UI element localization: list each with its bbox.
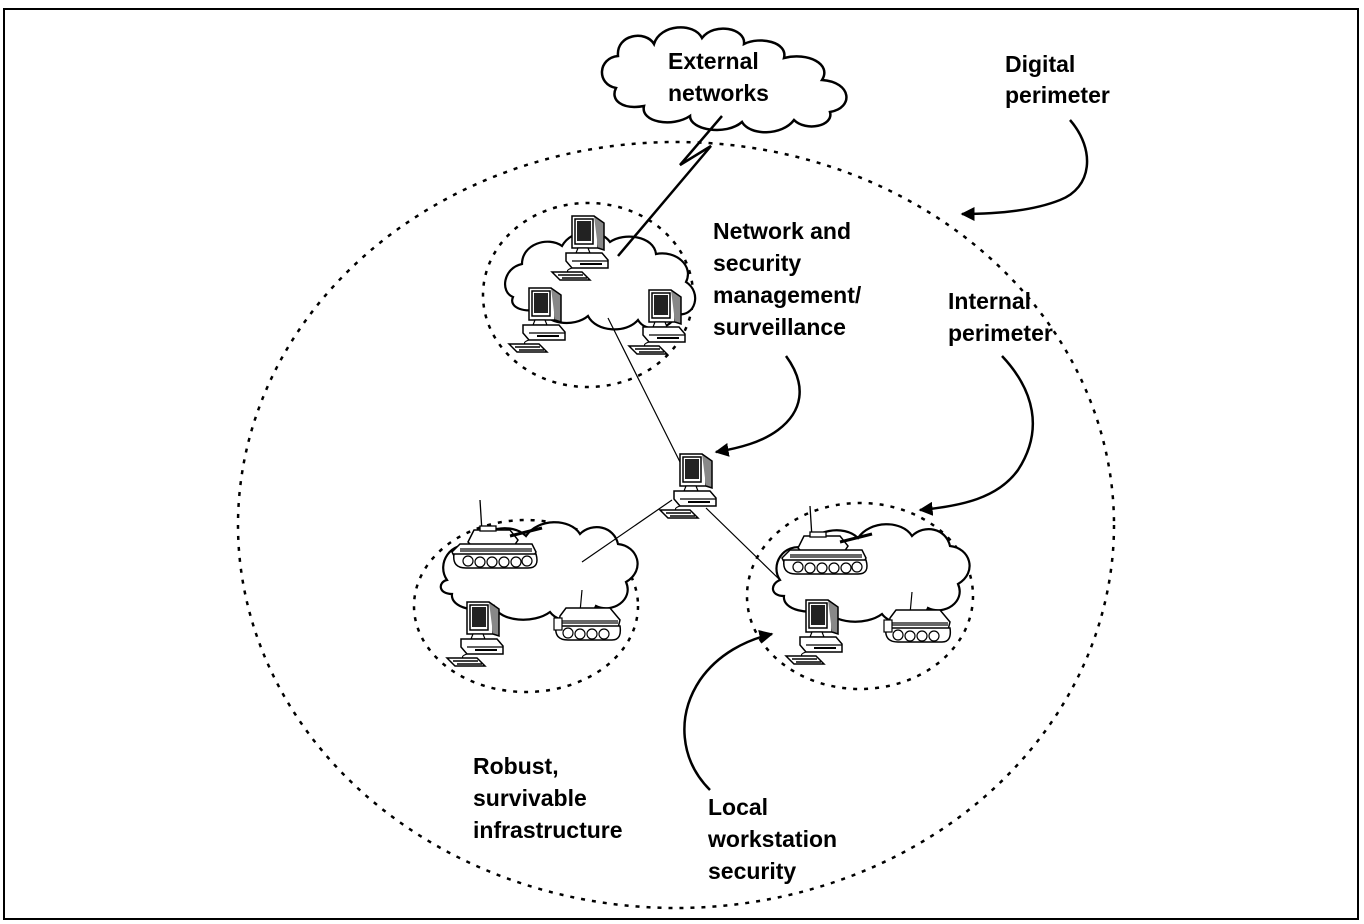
- left-enclave-boundary: [412, 518, 640, 694]
- external-networks-label: External networks: [668, 48, 769, 106]
- local-security-arrow: [683, 630, 774, 791]
- robust-infrastructure-label: Robust, survivable infrastructure: [473, 753, 623, 843]
- external-networks-cloud: [600, 26, 848, 134]
- management-arrow: [714, 355, 801, 457]
- central-workstation-icon: [659, 453, 717, 519]
- internal-perimeter-label: Internal perimeter: [948, 288, 1053, 346]
- local-workstation-security-label: Local workstation security: [707, 794, 843, 884]
- hub-to-left-link: [581, 499, 673, 563]
- digital-perimeter-arrow: [960, 119, 1089, 221]
- hub-to-right-link: [705, 507, 781, 581]
- digital-perimeter-label: Digital perimeter: [1005, 51, 1110, 108]
- management-to-hub-link: [607, 317, 685, 471]
- right-enclave-boundary: [745, 501, 975, 691]
- digital-perimeter-boundary: [236, 140, 1116, 910]
- external-link-line: [617, 115, 723, 257]
- internal-perimeter-arrow: [918, 355, 1035, 516]
- field-workstation-icon: [446, 601, 504, 667]
- network-security-management-label: Network and security management/ surveil…: [713, 218, 868, 340]
